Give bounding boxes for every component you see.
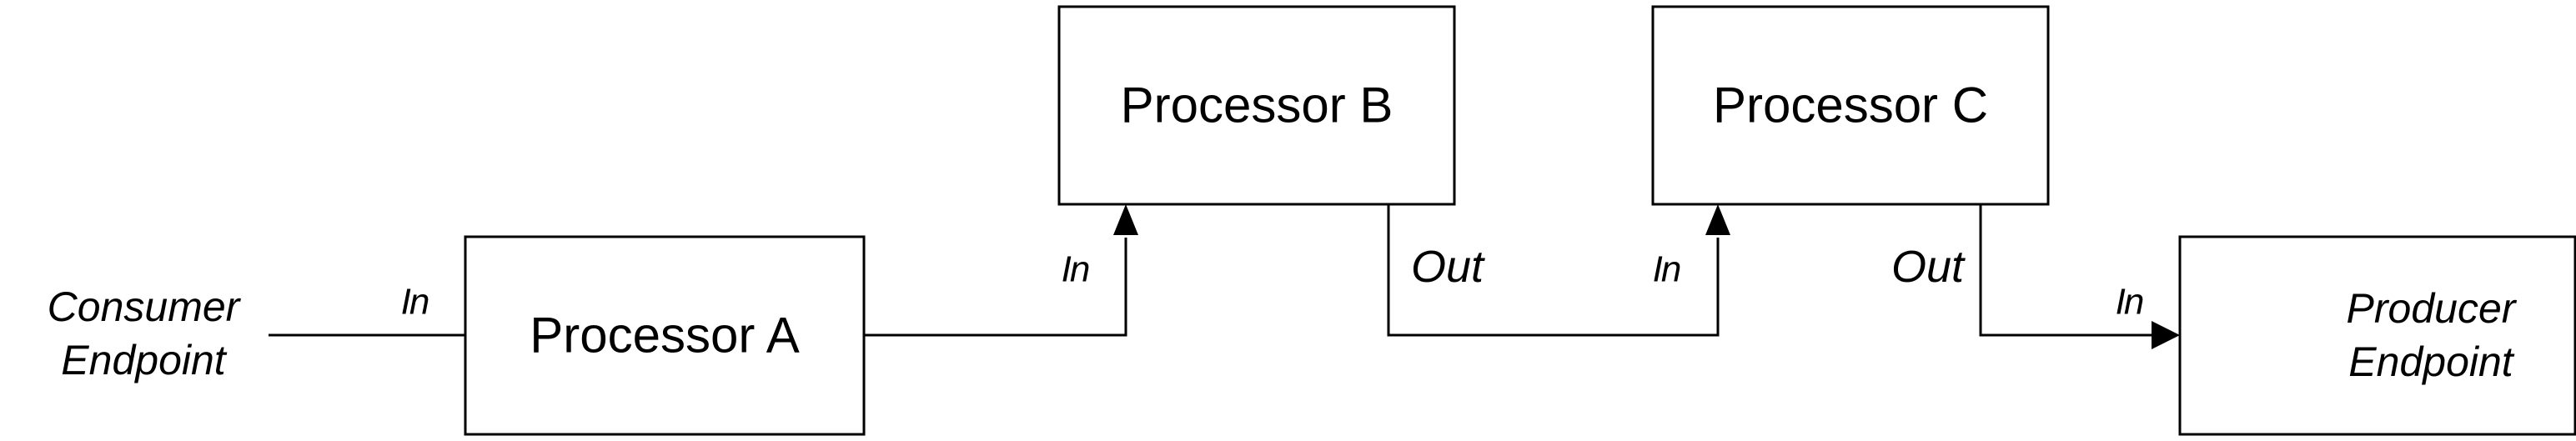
consumer-endpoint: Consumer Endpoint <box>48 283 242 383</box>
port-out-b: Out <box>1411 242 1485 292</box>
processor-a-label: Processor A <box>530 308 799 363</box>
processor-c-box[interactable]: Processor C <box>1651 5 2050 206</box>
consumer-endpoint-line-1: Consumer <box>48 283 242 330</box>
processor-b-box[interactable]: Processor B <box>1057 5 1456 206</box>
consumer-endpoint-line-2: Endpoint <box>61 337 227 383</box>
producer-endpoint-line-1: Producer <box>2347 285 2518 332</box>
port-in-c: In <box>1653 249 1680 290</box>
producer-endpoint-box[interactable]: Producer Endpoint <box>2178 235 2576 436</box>
processor-b-label: Processor B <box>1121 78 1393 133</box>
arrowhead-into-producer <box>2152 321 2180 349</box>
producer-endpoint-line-2: Endpoint <box>2348 338 2514 385</box>
processor-c-rect <box>1651 5 2050 206</box>
connector-a-to-b <box>864 238 1127 337</box>
port-in-producer: In <box>2116 282 2143 323</box>
port-out-c: Out <box>1891 242 1966 292</box>
processor-a-box[interactable]: Processor A <box>464 235 866 436</box>
processor-b-rect <box>1057 5 1456 206</box>
producer-endpoint-rect <box>2178 235 2576 436</box>
arrowhead-into-c <box>1705 204 1730 235</box>
processor-a-rect <box>464 235 866 436</box>
port-in-a: In <box>401 282 429 323</box>
connector-c-to-producer <box>1979 204 2153 337</box>
processor-c-label: Processor C <box>1713 78 1988 133</box>
connector-b-to-c <box>1387 204 1720 337</box>
arrowhead-into-b <box>1113 204 1138 235</box>
port-in-b: In <box>1062 249 1089 290</box>
